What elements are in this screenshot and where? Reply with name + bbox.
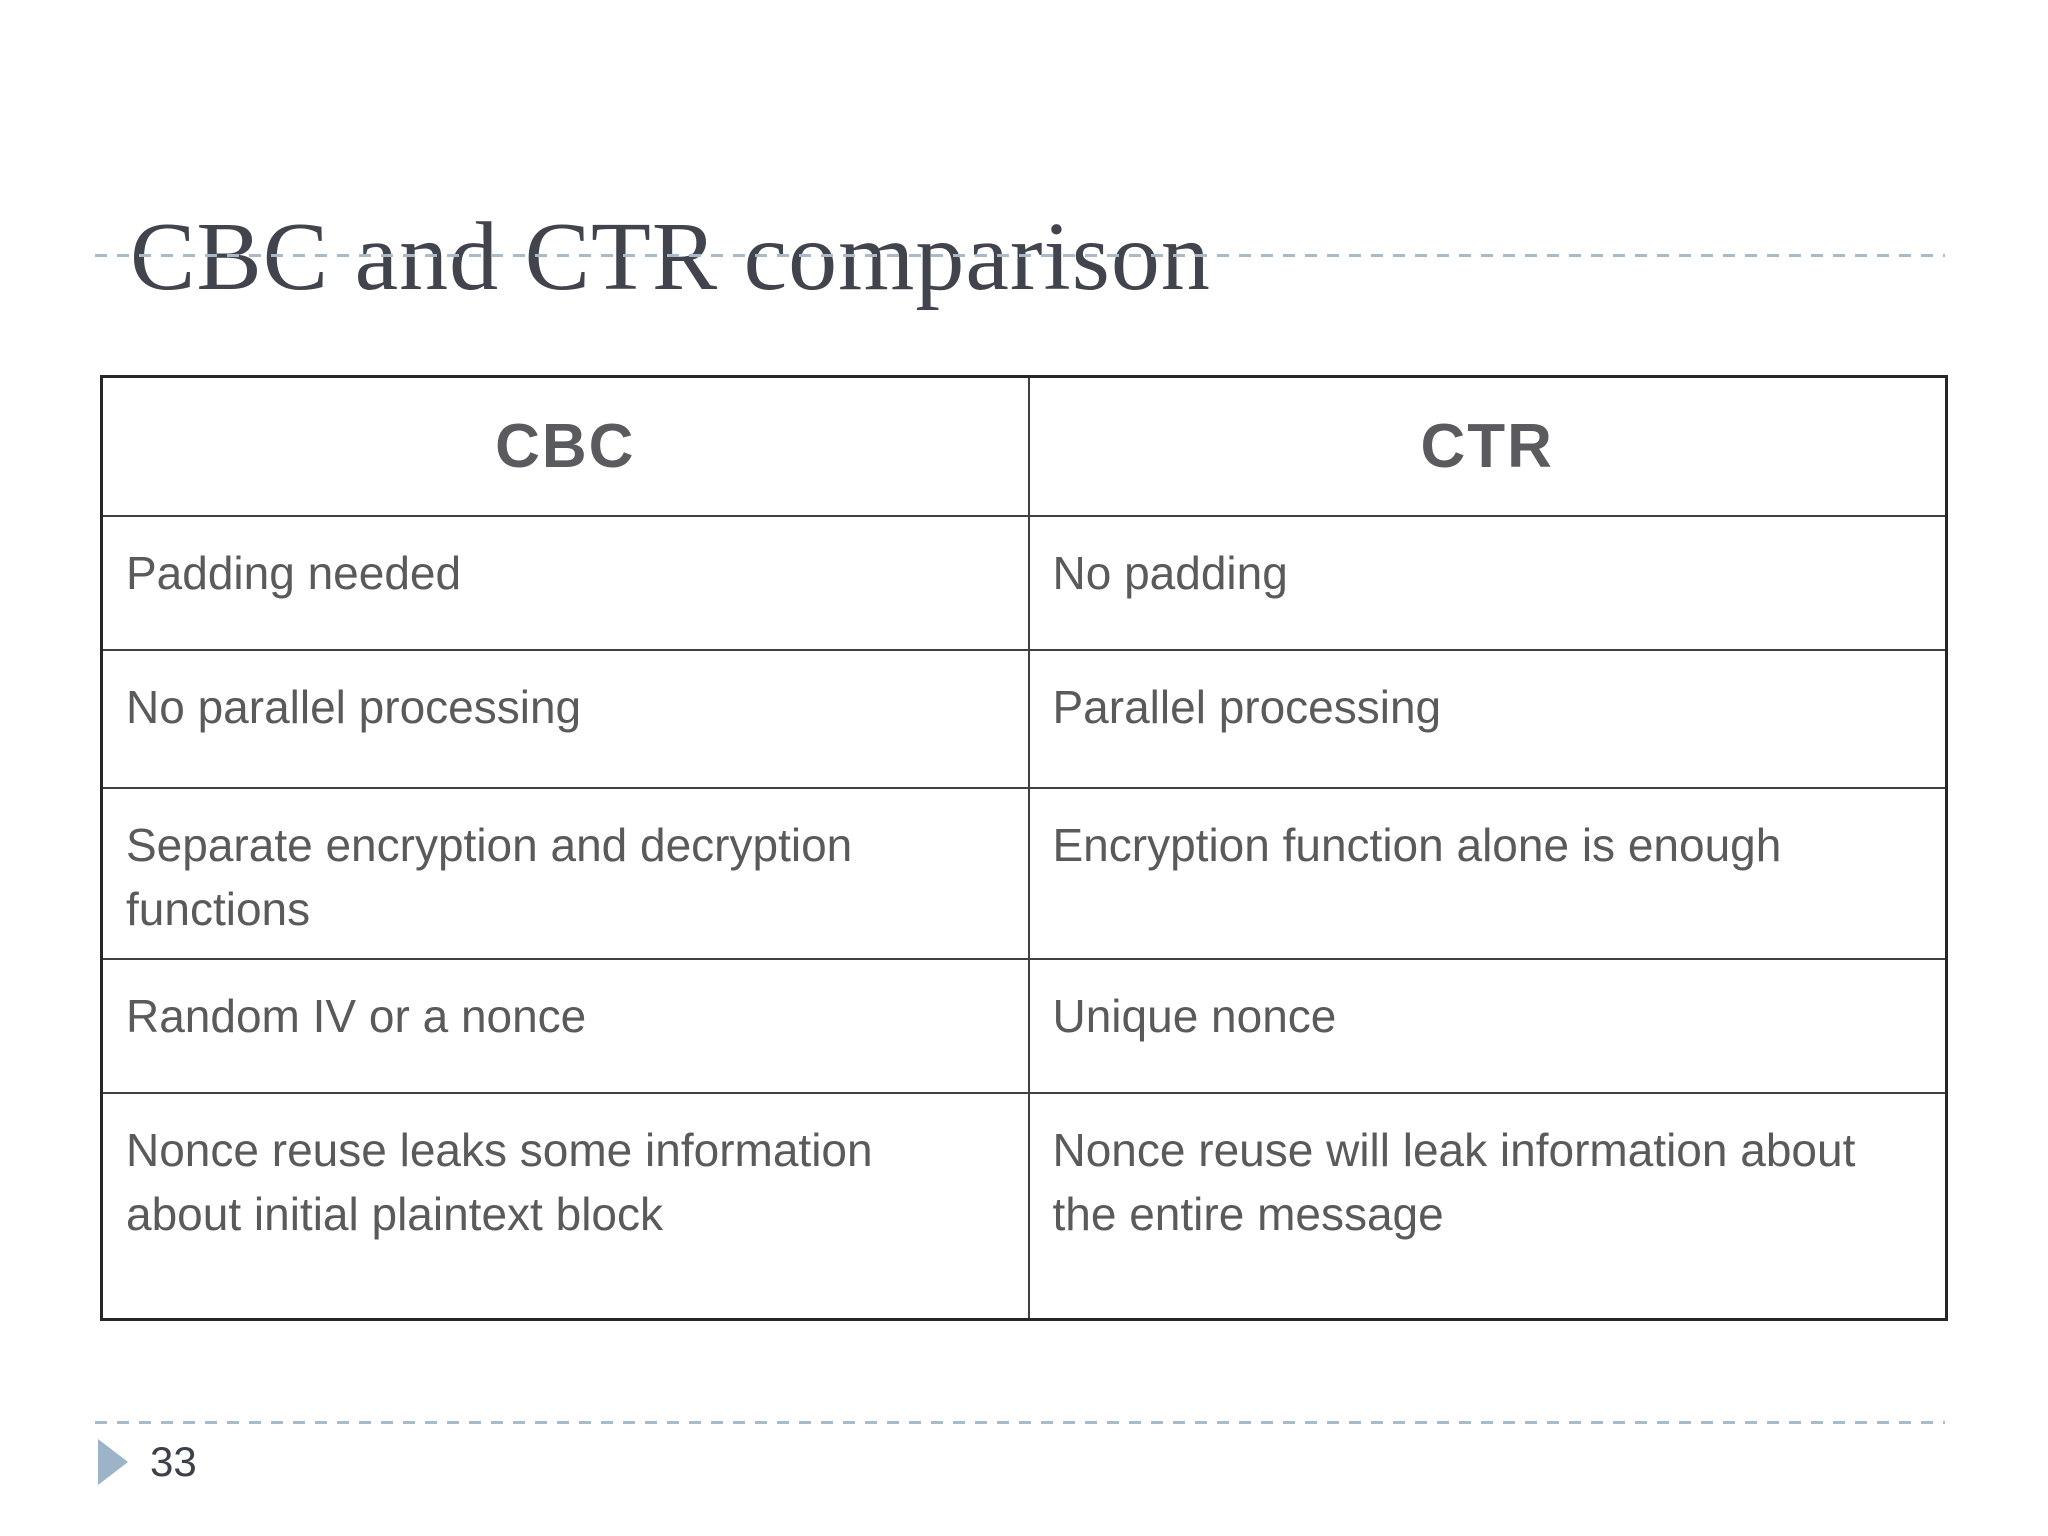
column-header-cbc: CBC <box>100 375 1030 517</box>
table-cell: No padding <box>1027 515 1948 651</box>
table-cell: Nonce reuse will leak information about … <box>1027 1091 1948 1321</box>
table-row: Nonce reuse leaks some information about… <box>100 1091 1948 1321</box>
table-header-row: CBC CTR <box>100 375 1948 517</box>
table-cell: No parallel processing <box>100 649 1030 789</box>
table-cell: Encryption function alone is enough <box>1027 787 1948 960</box>
table-row: Padding needed No padding <box>100 515 1948 651</box>
table-cell: Nonce reuse leaks some information about… <box>100 1091 1030 1321</box>
page-number: 33 <box>150 1438 197 1485</box>
page-title: CBC and CTR comparison <box>130 202 1211 311</box>
table-row: Random IV or a nonce Unique nonce <box>100 957 1948 1094</box>
table-cell: Separate encryption and decryption funct… <box>100 787 1030 960</box>
footer-divider <box>95 1421 1945 1424</box>
table-row: Separate encryption and decryption funct… <box>100 787 1948 960</box>
table-row: No parallel processing Parallel processi… <box>100 649 1948 789</box>
title-divider <box>95 254 1945 257</box>
table-cell: Parallel processing <box>1027 649 1948 789</box>
comparison-table: CBC CTR Padding needed No padding No par… <box>100 375 1948 1321</box>
column-header-ctr: CTR <box>1027 375 1948 517</box>
table-cell: Unique nonce <box>1027 957 1948 1094</box>
pointer-triangle-icon <box>98 1439 128 1485</box>
table-cell: Random IV or a nonce <box>100 957 1030 1094</box>
slide-footer: 33 <box>98 1438 197 1486</box>
table-cell: Padding needed <box>100 515 1030 651</box>
